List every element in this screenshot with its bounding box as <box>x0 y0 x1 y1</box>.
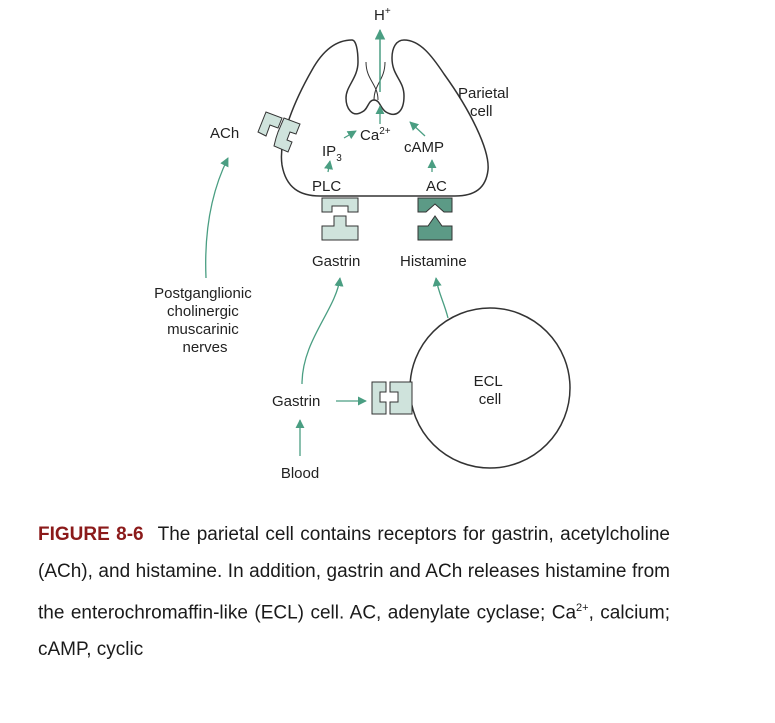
caption-text: The parietal cell contains receptors for… <box>38 524 670 624</box>
blood-label: Blood <box>281 465 319 482</box>
ach-ligand-shape <box>257 111 283 137</box>
figure-label: FIGURE 8-6 <box>38 524 144 545</box>
gastrin-receptor-label: Gastrin <box>312 253 360 270</box>
parietal-cell-outline <box>280 39 489 197</box>
blood-gastrin-to-receptor-arrow <box>301 277 344 385</box>
ip3-label: IP3 <box>322 143 342 164</box>
camp-label: cAMP <box>404 139 444 156</box>
gastrin-blood-label: Gastrin <box>272 393 320 410</box>
camp-to-canaliculus-arrow <box>409 121 426 137</box>
ac-label: AC <box>426 178 447 195</box>
histamine-ligand-shape <box>417 215 453 241</box>
ach-label: ACh <box>210 125 239 142</box>
gastrin-ligand-shape <box>321 215 359 241</box>
gastrin-receptor-shape <box>321 197 359 213</box>
caption-text-end: , calcium; cAMP, cyclic <box>38 602 670 661</box>
ip3-to-ca-arrow <box>343 130 357 140</box>
ca-label: Ca2+ <box>360 126 391 144</box>
ecl-gastrin-ligand-shape <box>371 381 387 415</box>
histamine-label: Histamine <box>400 253 467 270</box>
ecl-cell-label: ECL cell <box>474 373 507 408</box>
ecl-to-histamine-arrow <box>432 277 449 319</box>
caption-sup: 2+ <box>576 602 589 614</box>
canaliculus <box>365 61 379 101</box>
h-plus-label: H+ <box>374 6 391 24</box>
plc-label: PLC <box>312 178 341 195</box>
nerves-label: Postganglionic cholinergic muscarinic ne… <box>154 285 256 356</box>
histamine-receptor-shape <box>417 197 453 213</box>
ecl-gastrin-receptor-shape <box>389 381 413 415</box>
parietal-cell-diagram: H+ Parietal cell ACh Ca2+ IP3 cAMP PLC A… <box>154 6 571 482</box>
plc-to-ip3-arrow <box>324 160 334 173</box>
nerve-to-ach-arrow <box>205 157 229 279</box>
ach-receptor-shape <box>273 117 301 153</box>
parietal-cell-label: Parietal cell <box>458 85 513 120</box>
